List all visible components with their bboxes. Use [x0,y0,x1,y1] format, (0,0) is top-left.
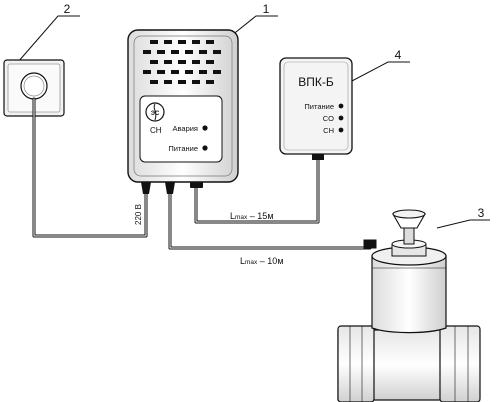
callout-leaders [17,15,490,229]
manufacturer-logo [145,102,165,122]
remote-indicator-ch-led [338,127,344,133]
supply-voltage-label: 220 В [134,204,143,225]
unit-indicator-power-label: Питание [168,144,198,153]
gas-detector-unit: ЭС CH Авария Питание [127,29,239,194]
remote-indicator-ch-label: CH [323,126,334,135]
remote-indicator-co-label: CO [323,114,334,123]
panel-cable-length-label: Lmax – 15м [230,211,274,221]
valve-cable-length-label: Lmax – 10м [240,256,284,266]
callout-1: 1 [263,2,270,16]
callout-3: 3 [478,206,485,220]
remote-indicator-power-label: Питание [304,102,334,111]
unit-type-label: CH [150,126,162,135]
vent-grille [143,40,221,84]
gas-shutoff-valve [337,209,481,402]
remote-panel-title: ВПК-Б [298,75,334,89]
remote-panel: ВПК-Б Питание CO CH [279,57,353,160]
remote-indicator-power-led [338,103,344,109]
cables [32,97,372,250]
logo-text: ЭС [151,111,160,117]
remote-indicator-co-led [338,115,344,121]
callout-2: 2 [64,2,71,16]
unit-indicator-alarm-led [202,125,208,131]
callout-4: 4 [395,48,402,62]
wall-socket [3,59,65,117]
cable-glands [141,182,203,194]
unit-indicator-power-led [202,145,208,151]
unit-indicator-alarm-label: Авария [173,124,199,133]
